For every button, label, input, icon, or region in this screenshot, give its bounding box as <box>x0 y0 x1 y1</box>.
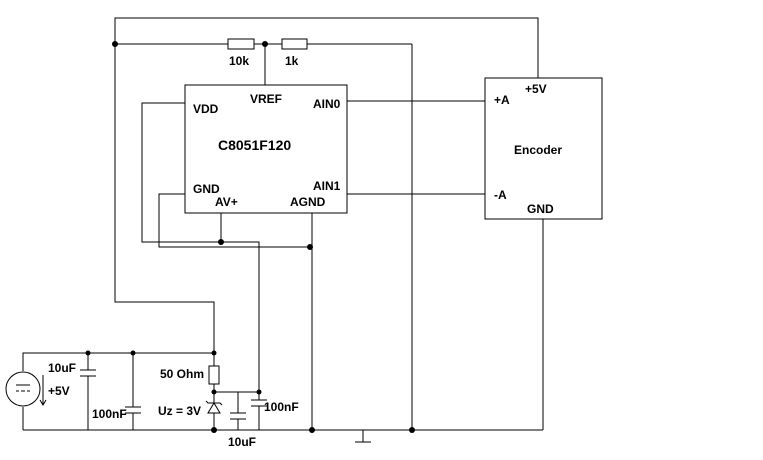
junction-dot <box>85 350 91 356</box>
mcu-chip <box>184 84 348 214</box>
wires <box>22 17 544 443</box>
wire-top-5v <box>114 17 539 78</box>
junction-dot <box>112 41 118 47</box>
capacitor-c3 <box>230 412 246 420</box>
wire-avplus-rail <box>221 241 260 392</box>
pin-ain1: AIN1 <box>313 179 341 193</box>
pin-ain0: AIN0 <box>313 97 341 111</box>
label-r3: 50 Ohm <box>160 367 204 381</box>
pin-avplus: AV+ <box>215 195 238 209</box>
pin-gnd: GND <box>193 182 220 196</box>
encoder-pin-5v: +5V <box>525 82 547 96</box>
mcu-name: C8051F120 <box>218 137 291 153</box>
wire-left-rail <box>114 44 215 366</box>
encoder-pin-minus-a: -A <box>494 188 507 202</box>
encoder-pin-gnd: GND <box>527 202 554 216</box>
wire-supply-top <box>22 352 214 371</box>
pin-vref: VREF <box>250 92 282 106</box>
pin-agnd: AGND <box>290 195 326 209</box>
junction-dot <box>409 427 415 433</box>
capacitor-c2 <box>125 406 141 414</box>
label-r2: 1k <box>285 54 299 68</box>
label-source: +5V <box>48 384 70 398</box>
junctions <box>85 41 415 433</box>
junction-dot <box>218 239 224 245</box>
encoder-name: Encoder <box>514 143 562 157</box>
label-c2: 100nF <box>92 407 127 421</box>
resistor-1k <box>281 38 308 50</box>
resistor-10k <box>227 38 255 50</box>
junction-dot <box>130 350 136 356</box>
label-c3: 10uF <box>228 435 256 449</box>
resistor-50ohm <box>208 365 220 385</box>
label-c4: 100nF <box>264 400 299 414</box>
junction-dot <box>309 427 315 433</box>
junction-dot <box>307 244 313 250</box>
zener-diode <box>205 400 223 414</box>
label-c1: 10uF <box>48 361 76 375</box>
junction-dot <box>256 389 262 395</box>
encoder-block <box>484 77 603 220</box>
encoder-pin-plus-a: +A <box>494 93 510 107</box>
capacitor-c1 <box>80 369 96 377</box>
capacitor-c4 <box>251 399 267 407</box>
pin-vdd: VDD <box>193 102 219 116</box>
label-r1: 10k <box>229 54 249 68</box>
junction-dot <box>211 427 217 433</box>
label-zener: Uz = 3V <box>158 404 201 418</box>
voltage-source <box>5 371 47 407</box>
junction-dot <box>211 350 217 356</box>
wire-vdd <box>141 102 221 243</box>
junction-dot <box>211 389 217 395</box>
wire-gnd <box>158 193 310 248</box>
junction-dot <box>262 41 268 47</box>
